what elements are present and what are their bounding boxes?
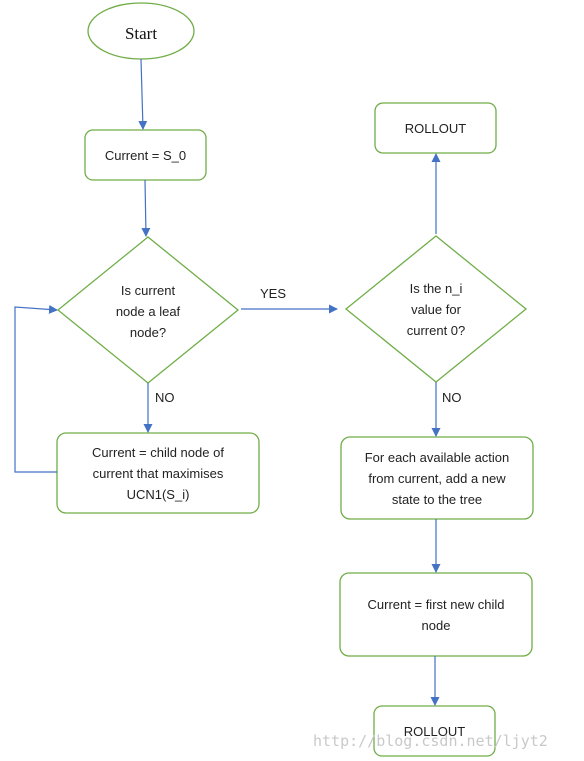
child-select-line-3: UCN1(S_i) — [127, 487, 190, 502]
no-label-left: NO — [155, 390, 175, 405]
expand-line-3: state to the tree — [392, 492, 482, 507]
first-child-line-1: Current = first new child — [368, 597, 505, 612]
ni-check-line-2: value for — [411, 302, 462, 317]
arrow-loop-back — [14, 304, 58, 473]
no-label-right: NO — [442, 390, 462, 405]
leaf-check-line-3: node? — [130, 325, 166, 340]
rollout-top-label: ROLLOUT — [405, 121, 466, 136]
yes-label: YES — [260, 286, 286, 301]
first-child-line-2: node — [422, 618, 451, 633]
expand-line-1: For each available action — [365, 450, 510, 465]
child-select-line-1: Current = child node of — [92, 445, 224, 460]
expand-box: For each available action from current, … — [340, 436, 534, 520]
leaf-check-line-2: node a leaf — [116, 304, 181, 319]
rollout-bottom-box: ROLLOUT — [373, 705, 496, 757]
start-node: Start — [87, 2, 195, 60]
leaf-check-decision: Is current node a leaf node? — [56, 236, 240, 384]
watermark: http://blog.csdn.net/ljyt2 — [313, 732, 548, 750]
child-select-line-2: current that maximises — [93, 466, 224, 481]
current-s0-box: Current = S_0 — [84, 129, 207, 181]
arrow-start-to-current — [138, 58, 148, 130]
start-label: Start — [125, 24, 157, 43]
ni-check-line-3: current 0? — [407, 323, 466, 338]
current-s0-label: Current = S_0 — [105, 148, 186, 163]
first-child-box: Current = first new child node — [339, 572, 533, 657]
expand-line-2: from current, add a new — [368, 471, 506, 486]
ni-check-decision: Is the n_i value for current 0? — [344, 235, 528, 383]
leaf-check-line-1: Is current — [121, 283, 176, 298]
rollout-bottom-label: ROLLOUT — [404, 724, 465, 739]
rollout-top-box: ROLLOUT — [374, 102, 497, 154]
arrow-current-to-leaf-check — [141, 179, 151, 237]
ni-check-line-1: Is the n_i — [410, 281, 463, 296]
child-select-box: Current = child node of current that max… — [56, 432, 260, 514]
